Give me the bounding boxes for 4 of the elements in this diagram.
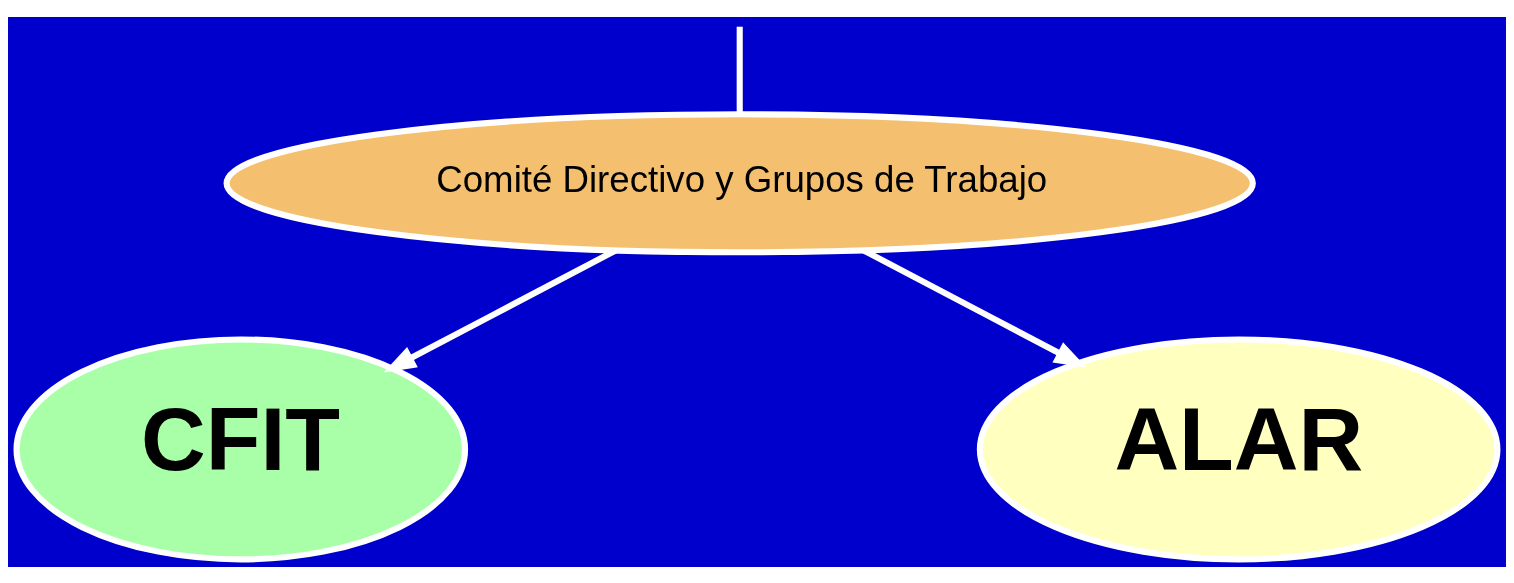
- connector: [736, 26, 743, 114]
- node-ellipse: Comité Directivo y Grupos de Trabajo: [223, 110, 1256, 255]
- node-ellipse: ALAR: [976, 335, 1501, 562]
- node-ellipse: CFIT: [13, 335, 469, 562]
